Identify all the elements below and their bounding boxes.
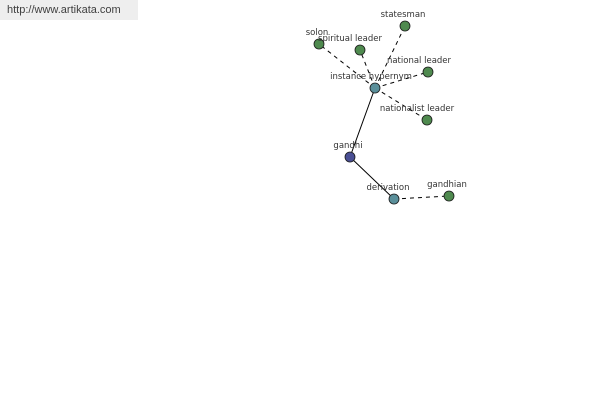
node-label-solon: solon xyxy=(306,28,329,38)
node-label-national-leader: national leader xyxy=(387,56,452,66)
edge-instance-hypernym-to-solon xyxy=(318,43,376,89)
edge-gandhi-to-derivation xyxy=(349,156,395,200)
node-gandhian[interactable] xyxy=(443,190,455,202)
edge-instance-hypernym-to-spiritual-leader xyxy=(359,49,376,89)
node-derivation[interactable] xyxy=(388,193,400,205)
labels-layer: gandhi instance hypernym derivation statesm… xyxy=(306,10,467,193)
node-statesman[interactable] xyxy=(399,20,411,32)
node-solon[interactable] xyxy=(313,38,325,50)
node-label-nationalist-leader: nationalist leader xyxy=(380,104,455,114)
node-label-gandhian: gandhian xyxy=(427,180,467,190)
edge-instance-hypernym-to-statesman xyxy=(374,25,406,89)
node-label-instance-hypernym: instance hypernym xyxy=(330,72,412,82)
node-instance-hypernym[interactable] xyxy=(369,82,381,94)
node-label-gandhi: gandhi xyxy=(333,141,362,151)
edges-layer xyxy=(318,25,450,200)
edge-gandhi-to-instance-hypernym xyxy=(349,87,376,158)
node-gandhi[interactable] xyxy=(344,151,356,163)
node-spiritual-leader[interactable] xyxy=(354,44,366,56)
edge-instance-hypernym-to-nationalist-leader xyxy=(374,87,428,121)
edge-instance-hypernym-to-national-leader xyxy=(374,71,429,89)
node-label-statesman: statesman xyxy=(381,10,426,20)
nodes-layer xyxy=(313,20,455,205)
site-link[interactable]: http://www.artikata.com xyxy=(0,0,138,20)
node-label-spiritual-leader: spiritual leader xyxy=(318,34,382,44)
node-nationalist-leader[interactable] xyxy=(421,114,433,126)
edge-derivation-to-gandhian xyxy=(393,195,450,200)
node-national-leader[interactable] xyxy=(422,66,434,78)
node-label-derivation: derivation xyxy=(366,183,409,193)
